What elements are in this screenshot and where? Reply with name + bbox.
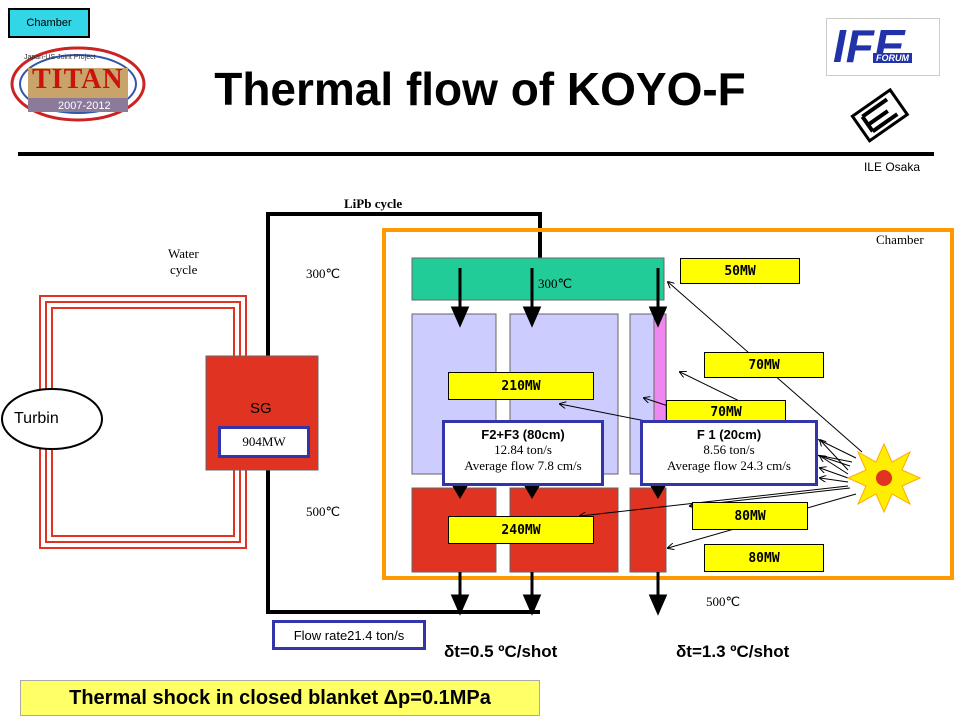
power-80mw-a: 80MW bbox=[692, 502, 808, 530]
power-80mw-b: 80MW bbox=[704, 544, 824, 572]
down-arrows bbox=[450, 268, 668, 616]
sg-power-box: 904MW bbox=[218, 426, 310, 458]
temp-300-header: 300℃ bbox=[538, 276, 573, 291]
lipb-return bbox=[266, 440, 540, 614]
chamber-frame bbox=[382, 228, 954, 580]
turbine-label: Turbin bbox=[14, 410, 59, 427]
water-cycle-label-1: Water bbox=[168, 246, 199, 261]
fusion-core bbox=[876, 470, 892, 486]
lower-panel-3 bbox=[629, 487, 667, 573]
thermal-shock-note: Thermal shock in closed blanket Δp=0.1MP… bbox=[20, 680, 540, 716]
power-50mw: 50MW bbox=[680, 258, 800, 284]
turbine bbox=[1, 388, 103, 450]
power-210mw: 210MW bbox=[448, 372, 594, 400]
f1-flow: 8.56 ton/s bbox=[703, 442, 755, 457]
f1-avg: Average flow 24.3 cm/s bbox=[667, 458, 791, 473]
chamber-label: Chamber bbox=[876, 232, 924, 247]
titan-top-text: Japan-US Joint Project bbox=[24, 54, 96, 61]
temp-500-left: 500℃ bbox=[306, 504, 341, 519]
f2-f3-flow: 12.84 ton/s bbox=[494, 442, 552, 457]
f1-box: F 1 (20cm) 8.56 ton/s Average flow 24.3 … bbox=[640, 420, 818, 486]
sg-label: SG bbox=[250, 400, 272, 417]
lipb-cycle-loop bbox=[266, 212, 542, 430]
power-70mw-a: 70MW bbox=[704, 352, 824, 378]
delta-t-left: δt=0.5 ºC/shot bbox=[444, 642, 558, 661]
f2-f3-box: F2+F3 (80cm) 12.84 ton/s Average flow 7.… bbox=[442, 420, 604, 486]
page-title: Thermal flow of KOYO-F bbox=[214, 63, 746, 115]
titan-name: TITAN bbox=[32, 64, 124, 95]
titan-years: 2007-2012 bbox=[58, 100, 111, 112]
chamber-tag: Chamber bbox=[8, 8, 90, 38]
f2-f3-title: F2+F3 (80cm) bbox=[481, 427, 565, 442]
header-plenum bbox=[411, 257, 665, 301]
delta-t-right: δt=1.3 ºC/shot bbox=[676, 642, 790, 661]
ile-emblem bbox=[846, 86, 916, 148]
power-240mw: 240MW bbox=[448, 516, 594, 544]
lipb-cycle-label: LiPb cycle bbox=[344, 196, 403, 211]
flow-rate-box: Flow rate21.4 ton/s bbox=[272, 620, 426, 650]
ife-sub: FORUM bbox=[873, 53, 912, 63]
titan-logo: Japan-US Joint Project TITAN 2007-2012 bbox=[10, 42, 150, 122]
ife-forum-logo: IFE FORUM bbox=[826, 18, 940, 76]
f1-title: F 1 (20cm) bbox=[696, 427, 762, 442]
temp-500-bottom: 500℃ bbox=[706, 594, 741, 609]
org-label: ILE Osaka bbox=[863, 160, 920, 174]
header-rule bbox=[18, 152, 934, 156]
temp-300-left: 300℃ bbox=[306, 266, 341, 281]
water-cycle-label-2: cycle bbox=[170, 262, 198, 277]
f2-f3-avg: Average flow 7.8 cm/s bbox=[464, 458, 582, 473]
ife-name: IFE bbox=[833, 20, 905, 72]
